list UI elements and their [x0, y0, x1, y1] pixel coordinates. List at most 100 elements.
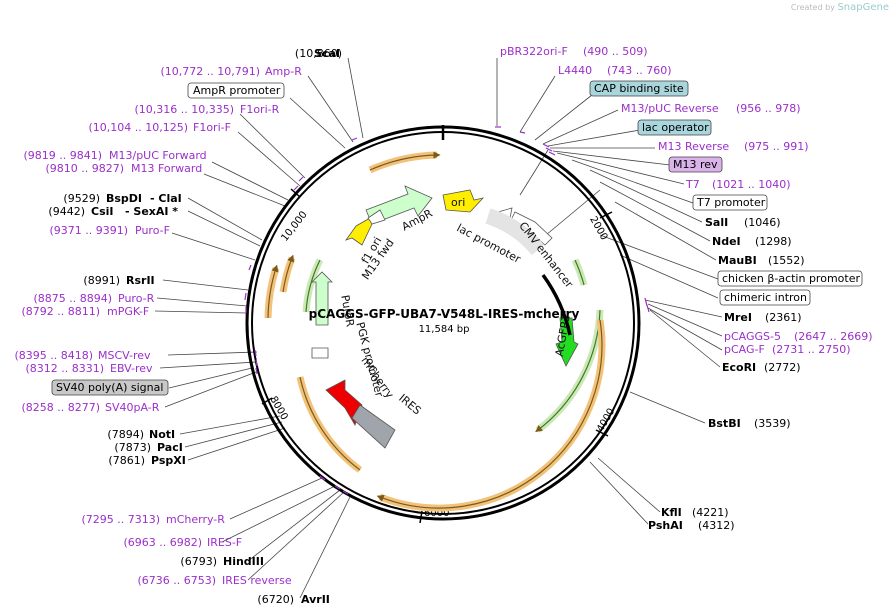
primer-pcag-f-name: pCAG-F — [724, 343, 765, 356]
site-pshai-pos: (4312) — [698, 519, 735, 532]
site-ndei-name: NdeI — [712, 235, 741, 248]
site-bstbi-name: BstBI — [708, 417, 741, 430]
left-annotations: (10,860) ScaI (10,772 .. 10,791) Amp-R (… — [14, 47, 342, 606]
tick-label-2000: 2000 — [587, 215, 609, 243]
feature-ori — [442, 189, 485, 213]
site-csii-extra: - SexAI * — [125, 205, 178, 218]
primer-mcherry-r-range: (7295 .. 7313) — [81, 513, 160, 526]
primer-pcaggs5-range: (2647 .. 2669) — [794, 330, 873, 343]
primer-mpgk-f-name: mPGK-F — [107, 305, 149, 318]
snapgene-credit: Created by SnapGene — [791, 2, 889, 13]
site-ecori-name: EcoRI — [722, 361, 756, 374]
primer-pbr322ori-f-name: pBR322ori-F — [500, 45, 568, 58]
site-bspdi-pos: (9529) — [63, 192, 100, 205]
tick-label-10000: 10,000 — [279, 209, 309, 243]
feature-ires — [351, 404, 396, 449]
site-noti-pos: (7894) — [107, 428, 144, 441]
primer-m13-fwd-name: M13 Forward — [131, 162, 202, 175]
site-bspdi-name: BspDI — [106, 192, 142, 205]
box-lac-operator-label: lac operator — [642, 121, 709, 134]
plasmid-size: 11,584 bp — [419, 324, 470, 335]
site-rsrii-name: RsrII — [126, 274, 155, 287]
box-sv40-polya: SV40 poly(A) signal — [51, 379, 169, 396]
primer-m13puc-rev-range: (956 .. 978) — [736, 102, 801, 115]
primer-f1ori-r-range: (10,316 .. 10,335) — [134, 103, 234, 116]
primer-sv40pa-r-name: SV40pA-R — [105, 401, 160, 414]
primer-f1ori-f-range: (10,104 .. 10,125) — [88, 121, 188, 134]
primer-pcaggs5-name: pCAGGS-5 — [724, 330, 781, 343]
primer-ires-rev-range: (6736 .. 6753) — [137, 574, 216, 587]
primer-m13-rev-name: M13 Reverse — [658, 140, 729, 153]
site-ecori-pos: (2772) — [764, 361, 801, 374]
primer-ires-f-name: IRES-F — [207, 536, 242, 549]
box-chimeric-intron-label: chimeric intron — [724, 291, 807, 304]
primer-puro-f-range: (9371 .. 9391) — [49, 224, 128, 237]
credit-prefix: Created by — [790, 3, 835, 12]
feature-mcherry — [325, 379, 363, 426]
primer-puro-r-range: (8875 .. 8894) — [33, 292, 112, 305]
site-avrii-name: AvrII — [301, 593, 330, 606]
leader-lines — [154, 57, 723, 599]
box-t7-promoter-label: T7 promoter — [696, 196, 766, 209]
tick-label-6000: 6000 — [424, 508, 449, 519]
site-kfli-name: KflI — [661, 506, 682, 519]
primer-pcag-f-range: (2731 .. 2750) — [772, 343, 851, 356]
box-chicken-actin-promoter: chicken β-actin promoter — [717, 270, 863, 287]
feature-arrows — [311, 185, 579, 449]
site-pshai-name: PshAI — [648, 519, 683, 532]
primer-marks — [244, 126, 650, 495]
orf-arcs — [264, 151, 606, 512]
primer-m13puc-fwd-name: M13/pUC Forward — [109, 149, 207, 162]
site-bstbi-pos: (3539) — [754, 417, 791, 430]
orf-arc-amp — [368, 151, 438, 174]
box-m13-rev: M13 rev — [668, 156, 723, 173]
site-kfli-pos: (4221) — [692, 506, 729, 519]
site-rsrii-pos: (8991) — [83, 274, 120, 287]
snapgene-brand: SnapGene — [837, 2, 889, 13]
primer-mscv-rev-range: (8395 .. 8418) — [14, 349, 93, 362]
site-pspxi-name: PspXI — [151, 454, 186, 467]
primer-l4440-range: (743 .. 760) — [607, 64, 672, 77]
primer-mscv-rev-name: MSCV-rev — [98, 349, 151, 362]
site-sali-pos: (1046) — [744, 216, 781, 229]
site-csii-pos: (9442) — [48, 205, 85, 218]
site-maubi-pos: (1552) — [768, 254, 805, 267]
primer-puro-r-name: Puro-R — [118, 292, 155, 305]
site-hindiii-pos: (6793) — [180, 555, 217, 568]
site-avrii-pos: (6720) — [257, 593, 294, 606]
primer-mcherry-r-name: mCherry-R — [166, 513, 225, 526]
site-csii-name: CsiI — [91, 205, 113, 218]
site-scai-pos: (10,860) — [295, 47, 342, 60]
backbone-inner — [251, 131, 635, 515]
plasmid-name: pCAGGS-GFP-UBA7-V548L-IRES-mcherry — [309, 307, 580, 321]
primer-sv40pa-r-range: (8258 .. 8277) — [21, 401, 100, 414]
box-m13-rev-label: M13 rev — [673, 158, 718, 171]
primer-m13-fwd-range: (9810 .. 9827) — [45, 162, 124, 175]
primer-puro-f-name: Puro-F — [135, 224, 170, 237]
site-paci-pos: (7873) — [114, 441, 151, 454]
primer-m13-rev-range: (975 .. 991) — [744, 140, 809, 153]
site-mrei-name: MreI — [724, 311, 752, 324]
site-scai-name: ScaI — [314, 47, 340, 60]
site-mrei-pos: (2361) — [765, 311, 802, 324]
box-chimeric-intron: chimeric intron — [719, 289, 811, 306]
feature-label-puror: PuroR — [338, 294, 356, 328]
primer-pbr322ori-f-range: (490 .. 509) — [583, 45, 648, 58]
feature-puror — [311, 271, 333, 326]
primer-ires-rev-name: IRES reverse — [222, 574, 292, 587]
site-paci-name: PacI — [157, 441, 183, 454]
primer-amp-r-name: Amp-R — [265, 65, 302, 78]
primer-ebv-rev-range: (8312 .. 8331) — [25, 362, 104, 375]
primer-m13puc-rev-name: M13/pUC Reverse — [621, 102, 719, 115]
site-noti-name: NotI — [149, 428, 175, 441]
feature-label-ires: IRES — [396, 392, 423, 418]
box-t7-promoter: T7 promoter — [692, 194, 768, 211]
site-sali-name: SalI — [705, 216, 728, 229]
boxed-labels: AmpR promoter SV40 poly(A) signal CAP bi… — [51, 80, 863, 396]
scale-ticks — [261, 188, 613, 524]
primer-t7-name: T7 — [685, 178, 700, 191]
feature-pgk-promoter — [311, 347, 329, 359]
box-cap-binding-site: CAP binding site — [589, 80, 689, 97]
site-ndei-pos: (1298) — [755, 235, 792, 248]
